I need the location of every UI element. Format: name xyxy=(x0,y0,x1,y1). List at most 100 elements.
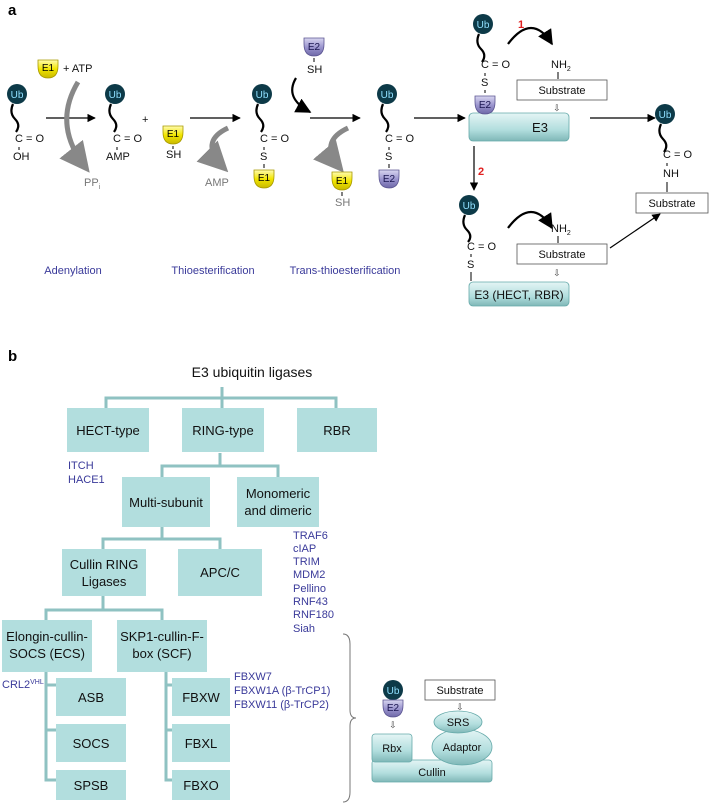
svg-text:FBXO: FBXO xyxy=(183,778,218,793)
svg-text:E1: E1 xyxy=(42,63,55,74)
cullin-ring-ligases-box xyxy=(62,549,146,596)
e3-title: E3 ubiquitin ligases xyxy=(192,364,313,380)
svg-text:Cullin RING: Cullin RING xyxy=(70,557,139,572)
svg-text:Ub: Ub xyxy=(477,20,490,31)
multi-subunit-box xyxy=(122,477,210,527)
svg-text:Substrate: Substrate xyxy=(538,249,585,261)
svg-text:SH: SH xyxy=(166,149,181,161)
svg-text:Substrate: Substrate xyxy=(538,85,585,97)
route1-transfer-arrow xyxy=(507,27,553,46)
svg-text:Cullin: Cullin xyxy=(418,767,446,779)
svg-text:HECT-type: HECT-type xyxy=(76,423,140,438)
svg-text:E2: E2 xyxy=(383,174,396,185)
fbxw-examples: FBXW7 FBXW1A (β-TrCP1) FBXW11 (β-TrCP2) xyxy=(234,671,330,711)
monomeric-dimeric-box xyxy=(237,477,319,527)
fbxw-box xyxy=(172,678,230,716)
svg-text:Ub: Ub xyxy=(11,90,24,101)
svg-text:S: S xyxy=(467,259,474,271)
e1-release-arrow xyxy=(313,125,350,173)
svg-text:C = O: C = O xyxy=(467,241,496,253)
svg-text:Monomeric: Monomeric xyxy=(246,486,311,501)
crl2-vhl-label: CRL2VHL xyxy=(2,679,44,691)
svg-text:C = O: C = O xyxy=(663,149,692,161)
svg-text:Substrate: Substrate xyxy=(436,685,483,697)
svg-text:C = O: C = O xyxy=(481,59,510,71)
svg-text:SH: SH xyxy=(307,64,322,76)
e2-in-arrow xyxy=(291,77,312,113)
svg-text:⇩: ⇩ xyxy=(553,103,561,113)
step-adenylation: Adenylation xyxy=(44,265,102,277)
svg-text:RNF180: RNF180 xyxy=(293,609,334,621)
svg-text:Ub: Ub xyxy=(463,201,476,212)
svg-text:FBXW: FBXW xyxy=(182,690,220,705)
svg-text:Pellino: Pellino xyxy=(293,583,326,595)
e3-ring-complex: Ub C = O S E3 E2 xyxy=(468,14,570,142)
svg-text:C = O: C = O xyxy=(260,133,289,145)
svg-text:TRAF6: TRAF6 xyxy=(293,530,328,542)
hect-example-2: HACE1 xyxy=(68,474,105,486)
ub-e1: Ub C = O S E1 xyxy=(252,84,289,189)
ecs-box xyxy=(2,620,92,672)
svg-text:S: S xyxy=(260,151,267,163)
svg-text:C = O: C = O xyxy=(15,133,44,145)
svg-text:⇩: ⇩ xyxy=(456,702,464,712)
svg-text:SKP1-cullin-F-: SKP1-cullin-F- xyxy=(120,629,204,644)
svg-text:Ub: Ub xyxy=(659,110,672,121)
svg-text:MDM2: MDM2 xyxy=(293,569,325,581)
svg-text:APC/C: APC/C xyxy=(200,565,240,580)
svg-text:E2: E2 xyxy=(387,703,400,714)
ppi-label: PPi xyxy=(84,177,101,191)
e1-released: E1 SH xyxy=(331,171,353,209)
ub-substrate-product: Ub C = O NH Substrate xyxy=(635,104,709,214)
amp-release-arrow xyxy=(196,125,230,173)
svg-text:Ub: Ub xyxy=(381,90,394,101)
svg-text:cIAP: cIAP xyxy=(293,543,316,555)
ring-type-box xyxy=(182,408,264,452)
ub-amp: Ub C = O AMP xyxy=(105,84,142,163)
ppi-release-arrow xyxy=(59,80,90,173)
svg-text:E2: E2 xyxy=(479,100,492,111)
svg-text:C = O: C = O xyxy=(113,133,142,145)
svg-text:RING-type: RING-type xyxy=(192,423,253,438)
svg-text:Substrate: Substrate xyxy=(648,198,695,210)
svg-text:FBXW1A (β-TrCP1): FBXW1A (β-TrCP1) xyxy=(234,685,330,697)
svg-text:Rbx: Rbx xyxy=(382,743,402,755)
e2-sh: E2 SH xyxy=(303,37,325,76)
route-2-label: 2 xyxy=(478,166,484,178)
amp-release-label: AMP xyxy=(205,177,229,189)
route-1-label: 1 xyxy=(518,19,524,31)
ub-e2: Ub C = O S E2 xyxy=(377,84,414,189)
e1-atp: E1 + ATP xyxy=(37,59,92,79)
svg-text:FBXL: FBXL xyxy=(185,736,218,751)
svg-text:SH: SH xyxy=(335,197,350,209)
e1-sh: E1 SH xyxy=(162,125,184,161)
svg-text:E3 (HECT, RBR): E3 (HECT, RBR) xyxy=(474,288,563,302)
nh2-label-1: NH2 xyxy=(551,59,571,73)
svg-text:E1: E1 xyxy=(258,173,271,184)
svg-text:SRS: SRS xyxy=(447,717,470,729)
svg-text:C = O: C = O xyxy=(385,133,414,145)
panel-a-label: a xyxy=(8,2,17,19)
svg-text:box (SCF): box (SCF) xyxy=(132,646,191,661)
ring-examples: TRAF6 cIAP TRIM MDM2 Pellino RNF43 RNF18… xyxy=(293,530,334,635)
svg-text:Ub: Ub xyxy=(109,90,122,101)
svg-text:AMP: AMP xyxy=(106,151,130,163)
socs-box xyxy=(56,724,126,762)
hect-example-1: ITCH xyxy=(68,460,94,472)
ub-free: Ub C = O OH xyxy=(7,84,44,163)
substrate-box-1 xyxy=(516,79,608,101)
svg-text:FBXW7: FBXW7 xyxy=(234,671,272,683)
fbxo-box xyxy=(172,770,230,800)
svg-text:⇩: ⇩ xyxy=(389,720,397,730)
svg-text:SOCS: SOCS xyxy=(73,736,110,751)
svg-text:E1: E1 xyxy=(167,129,180,140)
nh2-label-2: NH2 xyxy=(551,223,571,237)
rbr-box xyxy=(297,408,377,452)
svg-text:SPSB: SPSB xyxy=(74,778,109,793)
svg-text:+ ATP: + ATP xyxy=(63,63,92,75)
svg-text:Siah: Siah xyxy=(293,623,315,635)
brace xyxy=(342,633,357,803)
svg-text:FBXW11 (β-TrCP2): FBXW11 (β-TrCP2) xyxy=(234,699,329,711)
svg-text:TRIM: TRIM xyxy=(293,556,320,568)
